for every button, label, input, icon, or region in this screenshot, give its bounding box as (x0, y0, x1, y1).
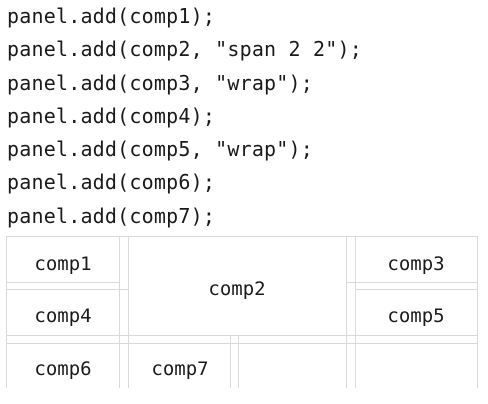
comp6-label: comp6 (34, 358, 92, 380)
comp2-label: comp2 (208, 278, 266, 300)
code-line-1: panel.add(comp1); (7, 4, 216, 28)
code-line-5: panel.add(comp5, "wrap"); (7, 137, 314, 162)
code-line-2: panel.add(comp2, "span 2 2"); (7, 37, 362, 62)
code-line-6: panel.add(comp6); (7, 170, 216, 195)
code-line-4: panel.add(comp4); (7, 103, 216, 128)
comp5-label: comp5 (387, 305, 445, 327)
comp3-label: comp3 (387, 253, 445, 275)
code-line-3: panel.add(comp3, "wrap"); (7, 70, 314, 95)
comp7-label: comp7 (151, 358, 209, 380)
comp1-label: comp1 (34, 253, 92, 275)
code-line-7: panel.add(comp7); (7, 203, 216, 228)
code-listing: panel.add(comp1); panel.add(comp2, "span… (7, 0, 362, 233)
comp4-label: comp4 (34, 305, 92, 327)
